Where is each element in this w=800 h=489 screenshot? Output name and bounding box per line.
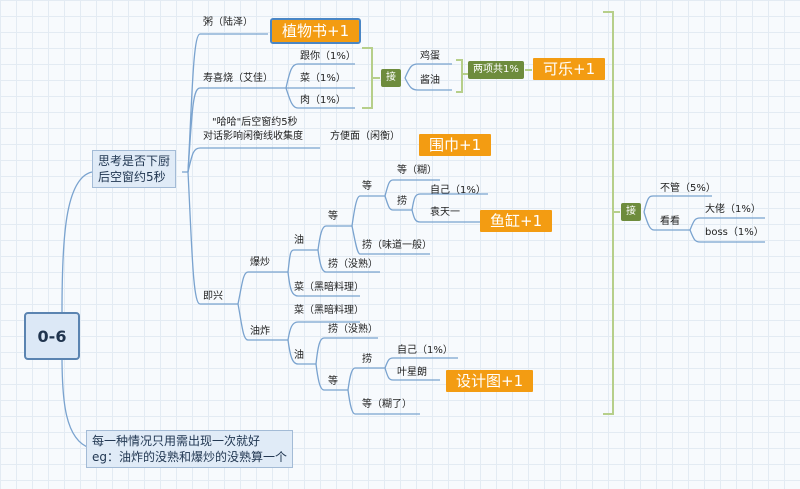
main-branch-node[interactable]: 思考是否下厨 后空窗约5秒 <box>92 150 177 188</box>
sukiyaki-item-1[interactable]: 跟你（1%） <box>300 51 356 62</box>
right-boss-cn[interactable]: 大佬（1%） <box>705 204 761 215</box>
stir-fry-self[interactable]: 自己（1%） <box>430 185 486 196</box>
deep-fry-veg[interactable]: 菜（黑暗料理） <box>294 305 364 316</box>
instant-node[interactable]: 方便面（闲衡） <box>330 131 400 142</box>
main-branch-line1: 思考是否下厨 <box>98 154 171 168</box>
note-node[interactable]: 每一种情况只用需出现一次就好 eg：油炸的没熟和爆炒的没熟算一个 <box>86 430 294 468</box>
sukiyaki-combo[interactable]: 两项共1% <box>468 61 524 79</box>
deep-fry-scoop[interactable]: 捞 <box>362 354 372 365</box>
sukiyaki-item-3[interactable]: 肉（1%） <box>300 95 346 106</box>
deep-fry-oil[interactable]: 油 <box>294 350 304 361</box>
stir-fry-scoop-ok[interactable]: 捞（味道一般） <box>362 240 432 251</box>
deep-fry-reward[interactable]: 设计图+1 <box>446 370 534 392</box>
right-ignore[interactable]: 不管（5%） <box>660 183 716 194</box>
sukiyaki-next-egg[interactable]: 鸡蛋 <box>420 51 440 62</box>
right-boss-en[interactable]: boss（1%） <box>705 227 764 238</box>
main-branch-line2: 后空窗约5秒 <box>98 170 166 184</box>
stir-fry-node[interactable]: 爆炒 <box>250 257 270 268</box>
stir-fry-wait[interactable]: 等 <box>328 211 338 222</box>
right-watch[interactable]: 看看 <box>660 216 680 227</box>
instant-note-line2: 对话影响闲衡线收集度 <box>203 131 303 142</box>
stir-fry-yuan[interactable]: 袁天一 <box>430 207 460 218</box>
sukiyaki-next-soy[interactable]: 酱油 <box>420 75 440 86</box>
sukiyaki-reward[interactable]: 可乐+1 <box>533 58 606 80</box>
instant-reward[interactable]: 围巾+1 <box>419 134 492 156</box>
stir-fry-veg[interactable]: 菜（黑暗料理） <box>294 282 364 293</box>
sukiyaki-node[interactable]: 寿喜烧（艾佳） <box>203 73 273 84</box>
improv-node[interactable]: 即兴 <box>203 291 223 302</box>
stir-fry-wait-burnt[interactable]: 等（糊） <box>397 165 437 176</box>
instant-note-line1: "哈哈"后空窗约5秒 <box>212 117 298 128</box>
sukiyaki-connector[interactable]: 接 <box>381 69 401 87</box>
deep-fry-node[interactable]: 油炸 <box>250 326 270 337</box>
congee-reward[interactable]: 植物书+1 <box>269 18 362 44</box>
note-line1: 每一种情况只用需出现一次就好 <box>92 434 261 448</box>
stir-fry-scoop-raw[interactable]: 捞（没熟） <box>328 259 378 270</box>
note-line2: eg：油炸的没熟和爆炒的没熟算一个 <box>92 450 288 464</box>
congee-node[interactable]: 粥（陆泽） <box>203 17 253 28</box>
right-connector[interactable]: 接 <box>621 203 641 221</box>
deep-fry-ye[interactable]: 叶星朗 <box>397 367 427 378</box>
deep-fry-wait[interactable]: 等 <box>328 376 338 387</box>
stir-fry-wait2[interactable]: 等 <box>362 181 372 192</box>
stir-fry-scoop[interactable]: 捞 <box>397 196 407 207</box>
deep-fry-wait-burnt[interactable]: 等（糊了） <box>362 399 412 410</box>
deep-fry-scoop-raw[interactable]: 捞（没熟） <box>328 324 378 335</box>
stir-fry-oil[interactable]: 油 <box>294 235 304 246</box>
deep-fry-self[interactable]: 自己（1%） <box>397 345 453 356</box>
root-node[interactable]: 0-6 <box>24 312 80 360</box>
sukiyaki-item-2[interactable]: 菜（1%） <box>300 73 346 84</box>
stir-fry-reward[interactable]: 鱼缸+1 <box>480 210 553 232</box>
